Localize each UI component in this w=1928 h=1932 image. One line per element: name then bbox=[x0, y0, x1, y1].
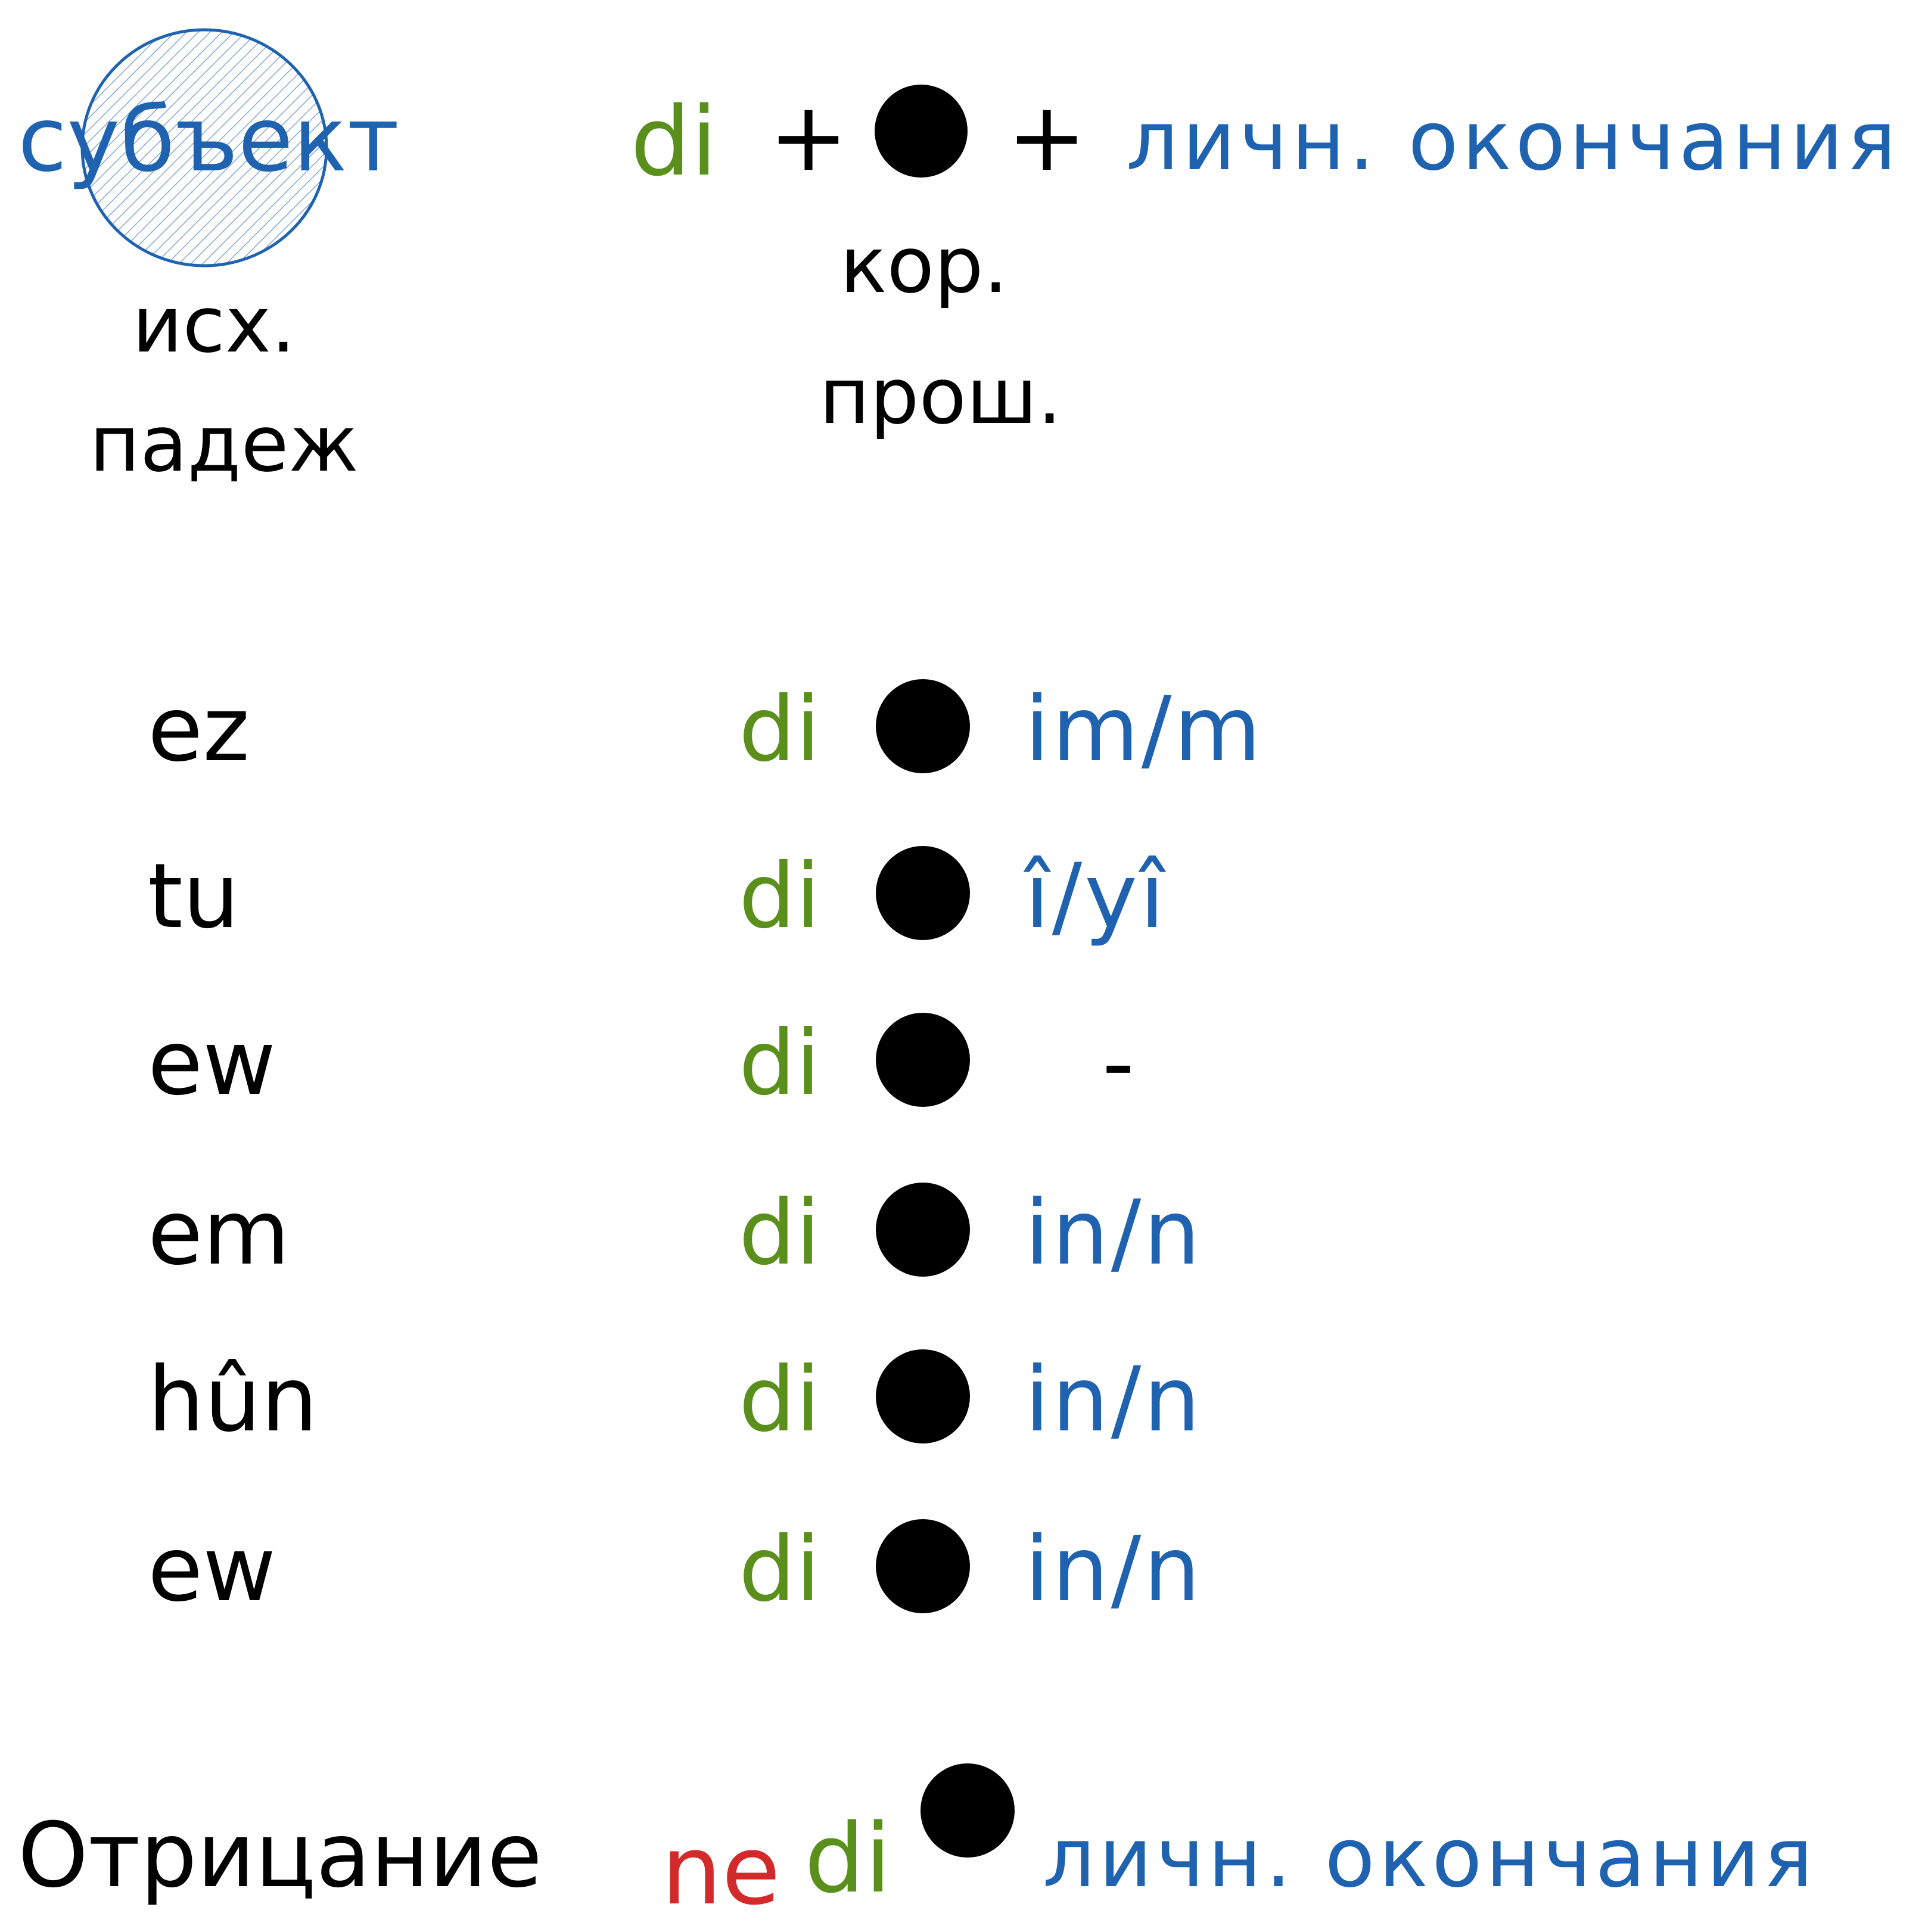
pronoun: tu bbox=[148, 845, 240, 948]
subject-case-line-2: падеж bbox=[89, 399, 359, 489]
prefix-di: di bbox=[739, 1012, 820, 1115]
conjugation-row: hûn di in/n bbox=[0, 1331, 1928, 1451]
root-dot-icon bbox=[921, 1763, 1015, 1858]
formula-plus-2: + bbox=[1007, 81, 1087, 192]
conjugation-row: em di in/n bbox=[0, 1165, 1928, 1284]
negation-personal-endings: личн. окончания bbox=[1043, 1810, 1817, 1906]
prefix-di: di bbox=[739, 678, 820, 782]
personal-ending: in/n bbox=[1025, 1518, 1203, 1622]
subject-highlight-circle bbox=[80, 28, 328, 267]
root-dot-icon bbox=[876, 679, 970, 773]
prefix-di: di bbox=[739, 845, 820, 948]
personal-ending: in/n bbox=[1025, 1348, 1203, 1452]
root-label-line-1: кор. bbox=[840, 220, 1008, 310]
pronoun: em bbox=[148, 1181, 290, 1285]
conjugation-row: ez di im/m bbox=[0, 661, 1928, 780]
pronoun: ez bbox=[148, 678, 250, 782]
root-label-line-2: прош. bbox=[819, 351, 1062, 441]
personal-ending: im/m bbox=[1025, 678, 1264, 782]
conjugation-row: ew di - bbox=[0, 995, 1928, 1114]
negation-prefix-di: di bbox=[804, 1803, 892, 1914]
root-dot-icon bbox=[876, 846, 970, 940]
conjugation-row: tu di î/yî bbox=[0, 828, 1928, 947]
prefix-di: di bbox=[739, 1348, 820, 1452]
formula-personal-endings: личн. окончания bbox=[1126, 93, 1900, 189]
root-dot-icon bbox=[876, 1519, 970, 1613]
subject-case-line-1: исх. bbox=[132, 279, 296, 370]
root-dot-icon bbox=[875, 85, 968, 178]
conjugation-row: ew di in/n bbox=[0, 1501, 1928, 1620]
subject-label: субъект bbox=[18, 88, 399, 192]
negation-particle-ne: ne bbox=[661, 1815, 780, 1926]
root-dot-icon bbox=[876, 1013, 970, 1107]
negation-label: Отрицание bbox=[18, 1804, 543, 1908]
personal-ending: î/yî bbox=[1025, 845, 1167, 948]
personal-ending: in/n bbox=[1025, 1181, 1203, 1285]
pronoun: ew bbox=[148, 1012, 276, 1115]
personal-ending: - bbox=[1102, 1012, 1137, 1115]
root-dot-icon bbox=[876, 1349, 970, 1443]
pronoun: ew bbox=[148, 1518, 276, 1622]
prefix-di: di bbox=[739, 1518, 820, 1622]
pronoun: hûn bbox=[148, 1348, 318, 1452]
formula-prefix-di: di bbox=[630, 86, 718, 197]
root-dot-icon bbox=[876, 1183, 970, 1277]
prefix-di: di bbox=[739, 1181, 820, 1285]
formula-plus-1: + bbox=[769, 81, 849, 192]
